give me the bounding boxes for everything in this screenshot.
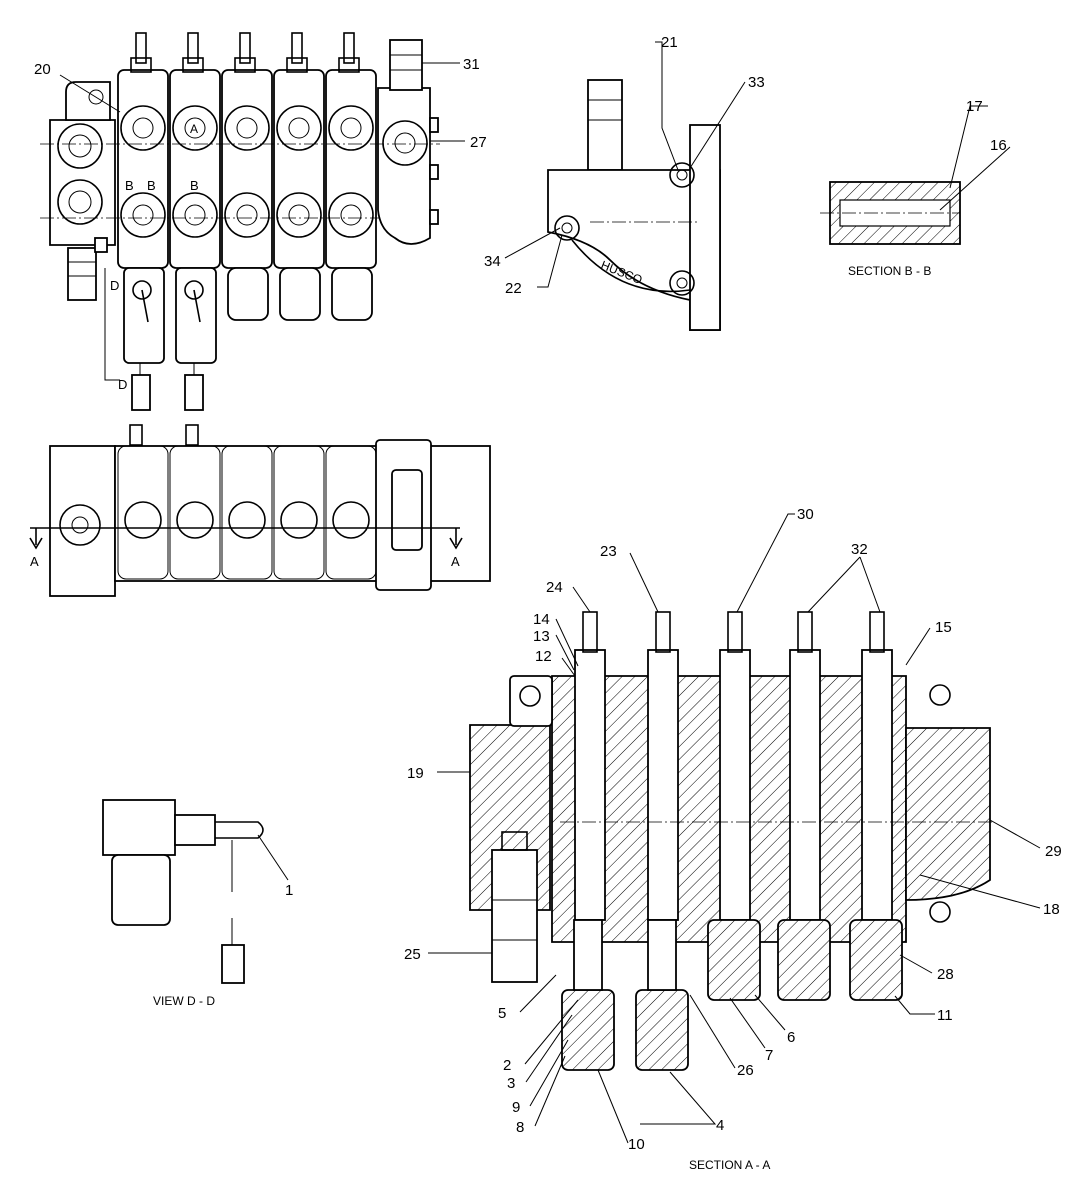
callout-20: 20: [34, 61, 51, 78]
section-bb: [820, 181, 961, 245]
callout-29: 29: [1045, 843, 1062, 860]
caption-section-bb: SECTION B - B: [848, 264, 931, 278]
leader-lines: [59, 41, 1041, 1144]
callout-2: 2: [503, 1057, 511, 1074]
view-marker-d-top: D: [110, 278, 119, 293]
captions: SECTION B - B VIEW D - D SECTION A - A: [153, 264, 931, 1172]
callout-1: 1: [285, 882, 293, 899]
callout-16: 16: [990, 137, 1007, 154]
callout-9: 9: [512, 1099, 520, 1116]
view-dd: [102, 799, 264, 984]
callout-30: 30: [797, 506, 814, 523]
section-aa: [469, 611, 995, 1071]
callout-5: 5: [498, 1005, 506, 1022]
callout-3: 3: [507, 1075, 515, 1092]
callout-21: 21: [661, 34, 678, 51]
callout-11: 11: [937, 1007, 953, 1024]
section-marker-b-2: B: [147, 178, 156, 193]
callout-34: 34: [484, 253, 501, 270]
view-markers: A A D D B B B A: [30, 122, 460, 569]
front-view: [29, 424, 491, 597]
callout-18: 18: [1043, 901, 1060, 918]
callout-26: 26: [737, 1062, 754, 1079]
callout-14: 14: [533, 611, 550, 628]
callout-6: 6: [787, 1029, 795, 1046]
callout-10: 10: [628, 1136, 645, 1153]
callout-24: 24: [546, 579, 563, 596]
callout-8: 8: [516, 1119, 524, 1136]
section-marker-b-3: B: [190, 178, 199, 193]
caption-view-dd: VIEW D - D: [153, 994, 215, 1008]
callout-labels: 1 2 3 4 5 6 7 8 9 10 11 12 13 14 15 16 1…: [34, 34, 1062, 1153]
port-marker-a: A: [190, 122, 198, 136]
section-marker-a-right: A: [451, 554, 460, 569]
end-view: HUSCO: [547, 79, 721, 331]
callout-31: 31: [463, 56, 480, 73]
callout-19: 19: [407, 765, 424, 782]
callout-4: 4: [716, 1117, 724, 1134]
callout-7: 7: [765, 1047, 773, 1064]
callout-28: 28: [937, 966, 954, 983]
callout-32: 32: [851, 541, 868, 558]
view-marker-d-bottom: D: [118, 377, 127, 392]
callout-33: 33: [748, 74, 765, 91]
top-view: [40, 32, 440, 411]
callout-23: 23: [600, 543, 617, 560]
section-marker-a-left: A: [30, 554, 39, 569]
callout-25: 25: [404, 946, 421, 963]
callout-15: 15: [935, 619, 952, 636]
callout-12: 12: [535, 648, 552, 665]
callout-17: 17: [966, 98, 983, 115]
section-marker-b-1: B: [125, 178, 134, 193]
caption-section-aa: SECTION A - A: [689, 1158, 770, 1172]
callout-13: 13: [533, 628, 550, 645]
callout-22: 22: [505, 280, 522, 297]
callout-27: 27: [470, 134, 487, 151]
